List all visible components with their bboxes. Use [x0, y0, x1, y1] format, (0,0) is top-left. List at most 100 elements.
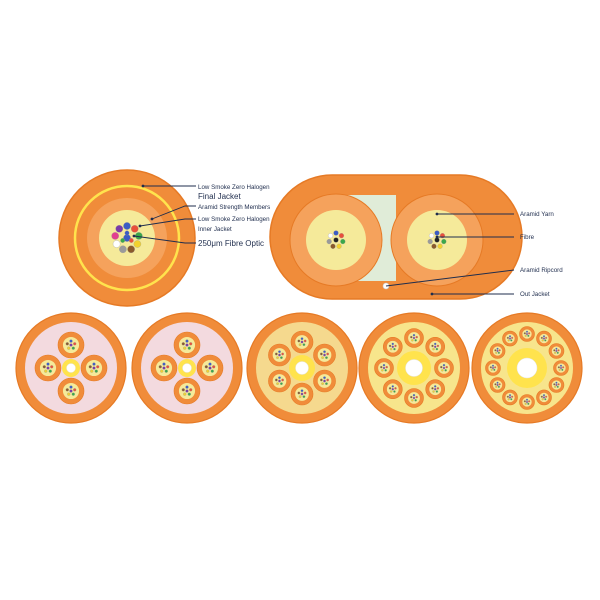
fibre: [391, 385, 394, 388]
fibre: [90, 369, 94, 373]
fibre: [528, 332, 531, 335]
label-fibre: Fibre: [520, 234, 535, 241]
fibre: [210, 369, 214, 373]
fibre: [495, 351, 498, 354]
fibre: [69, 343, 73, 347]
fibre: [523, 332, 526, 335]
fibre: [412, 336, 416, 340]
fibre: [300, 392, 304, 396]
fibre: [432, 390, 435, 393]
fibre: [441, 369, 444, 372]
fibre: [382, 366, 386, 370]
fibre: [508, 394, 512, 397]
fibre: [434, 230, 440, 236]
fibre: [556, 351, 559, 354]
fibre: [540, 395, 543, 398]
fibre: [166, 365, 170, 369]
fibre: [498, 383, 501, 386]
bottom-cable-central-member: [516, 357, 538, 379]
fibre: [510, 339, 513, 342]
fibre: [391, 388, 394, 391]
fibre: [561, 368, 564, 371]
fibre: [511, 395, 514, 398]
fibre: [323, 353, 326, 357]
fibre: [412, 393, 416, 397]
fibre: [415, 395, 418, 399]
fibre: [302, 343, 306, 347]
fibre: [542, 396, 546, 399]
fibre: [338, 233, 345, 239]
fibre: [542, 394, 546, 397]
fibre: [556, 385, 559, 388]
fibre: [555, 383, 558, 387]
fibre: [297, 391, 301, 395]
fibre: [115, 225, 124, 233]
leader-dot: [138, 224, 142, 228]
leader-dot: [435, 212, 439, 216]
fibre: [71, 346, 75, 350]
label-aramid-yarn: Aramid Yarn: [520, 211, 554, 218]
bottom-cable-central-member: [295, 361, 309, 375]
fibre: [542, 337, 546, 340]
fibre: [490, 368, 493, 371]
fibre: [541, 339, 544, 342]
fibre: [555, 349, 558, 353]
fibre: [496, 349, 499, 353]
fibre: [562, 366, 565, 369]
fibre: [128, 238, 134, 243]
fibre: [389, 390, 393, 393]
fibre: [123, 222, 131, 230]
fibre: [497, 385, 500, 388]
flat-cable: [269, 174, 523, 300]
bottom-cable-central-member: [405, 359, 423, 377]
bottom-cable-1: [15, 312, 127, 424]
fibre: [65, 342, 69, 346]
fibre: [436, 387, 440, 390]
bottom-cable-3: [246, 312, 358, 424]
fibre: [111, 232, 119, 240]
fibre: [189, 388, 193, 392]
fibre: [326, 239, 332, 245]
fibre: [300, 389, 304, 393]
fibre: [508, 396, 512, 399]
fibre: [491, 366, 495, 370]
fibre: [494, 349, 497, 352]
fibre: [545, 336, 548, 339]
fibre: [281, 378, 284, 382]
fibre: [88, 365, 92, 369]
fibre: [208, 362, 212, 366]
fibre: [120, 238, 126, 243]
fibre: [510, 398, 513, 401]
fibre: [434, 345, 437, 348]
fibre: [495, 385, 498, 388]
label-lszh-inner-jacket-2: Inner Jacket: [198, 226, 232, 233]
fibre: [432, 347, 435, 351]
fibre: [493, 368, 496, 371]
fibre: [208, 366, 212, 370]
fibre: [73, 342, 77, 346]
fibre: [327, 233, 334, 239]
leader-dot: [132, 234, 136, 238]
fibre: [92, 362, 96, 366]
fibre: [325, 382, 328, 386]
fibre: [391, 345, 394, 348]
bottom-cable-5: [471, 312, 583, 424]
fibre: [278, 353, 281, 357]
fibre: [524, 334, 527, 337]
fibre: [542, 335, 546, 338]
fibre: [496, 381, 499, 384]
fibre: [325, 356, 328, 360]
fibre: [554, 351, 557, 354]
fibre: [303, 339, 307, 343]
fibre: [185, 389, 189, 393]
fibre: [333, 230, 339, 236]
fibre: [185, 339, 189, 343]
fibre: [92, 366, 96, 370]
fibre: [434, 388, 437, 391]
fibre: [187, 392, 191, 396]
fibre: [189, 342, 193, 346]
fibre: [48, 369, 52, 373]
fibre: [73, 388, 77, 392]
fibre: [525, 332, 529, 336]
